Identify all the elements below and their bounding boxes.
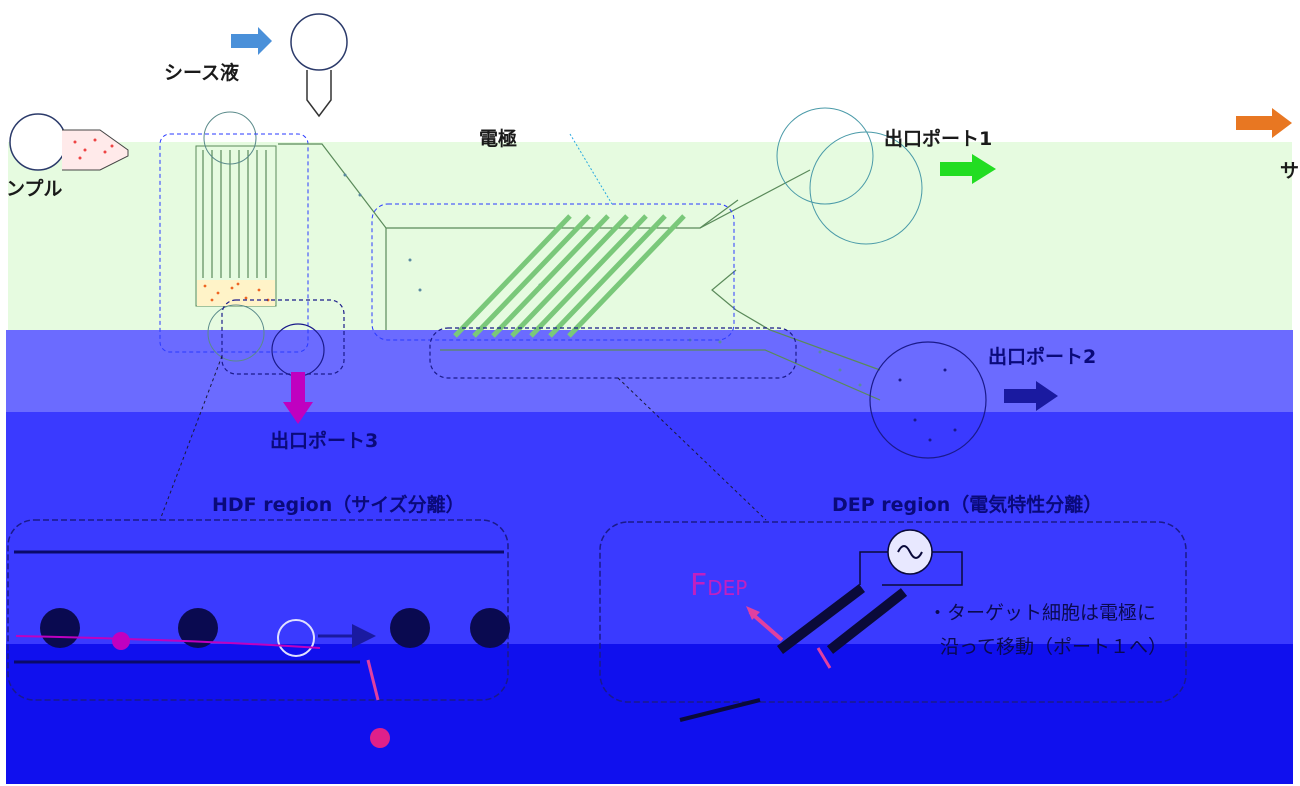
f-dep-sub: DEP [707, 576, 748, 600]
upper-blue-band [6, 330, 1293, 412]
hdf-outlet-dashed [221, 299, 345, 375]
outlet-port-2-label: 出口ポート2 [988, 346, 1097, 368]
sample-syringe [9, 113, 129, 171]
hdf-dashed-box [159, 133, 309, 353]
light-green-band [8, 142, 1292, 352]
dep-region-title: DEP region（電気特性分離） [832, 494, 1103, 516]
hdf-region-title: HDF region（サイズ分離） [212, 494, 465, 516]
dep-dashed-box [371, 203, 735, 341]
sample-label: ンプル [6, 178, 63, 200]
outlet-1-circle [809, 131, 923, 245]
outlet-3-circle [271, 323, 325, 377]
outlet-port-1-label: 出口ポート1 [884, 128, 993, 150]
hdf-leader [159, 355, 223, 521]
electrode-leader [569, 133, 613, 205]
outlet-3-arrow [283, 372, 313, 424]
channel-dots [343, 173, 862, 387]
outlet-1-arrow [940, 154, 996, 184]
sheath-syringe [290, 13, 348, 118]
bottom-blue-band [6, 644, 1293, 784]
channel-lines [278, 143, 881, 401]
electrode-label: 電極 [479, 128, 518, 150]
lower-blue-band [6, 412, 1293, 644]
outlet-1-circle-back [776, 107, 874, 205]
f-dep-main: F [690, 568, 708, 603]
right-edge-char: サ [1280, 160, 1300, 182]
f-dep-label: FDEP [690, 568, 747, 603]
outlet-2-arrow [1004, 381, 1058, 411]
sheath-arrow [231, 27, 272, 55]
outlet-2-circle [869, 341, 987, 459]
orange-arrow [1236, 108, 1292, 138]
diagonal-electrodes [453, 214, 686, 338]
hdf-detail-box [7, 519, 510, 748]
hdf-comb [195, 111, 277, 362]
dep-bullet-1: ・ターゲット細胞は電極に [928, 602, 1157, 624]
dep-outlet-dashed [429, 327, 797, 379]
outlet-port-3-label: 出口ポート3 [270, 430, 379, 452]
dep-detail-box [599, 521, 1187, 722]
sheath-liquid-label: シース液 [164, 62, 240, 84]
dep-leader [617, 377, 767, 521]
dep-bullet-2: 沿って移動（ポート１へ） [940, 636, 1168, 658]
